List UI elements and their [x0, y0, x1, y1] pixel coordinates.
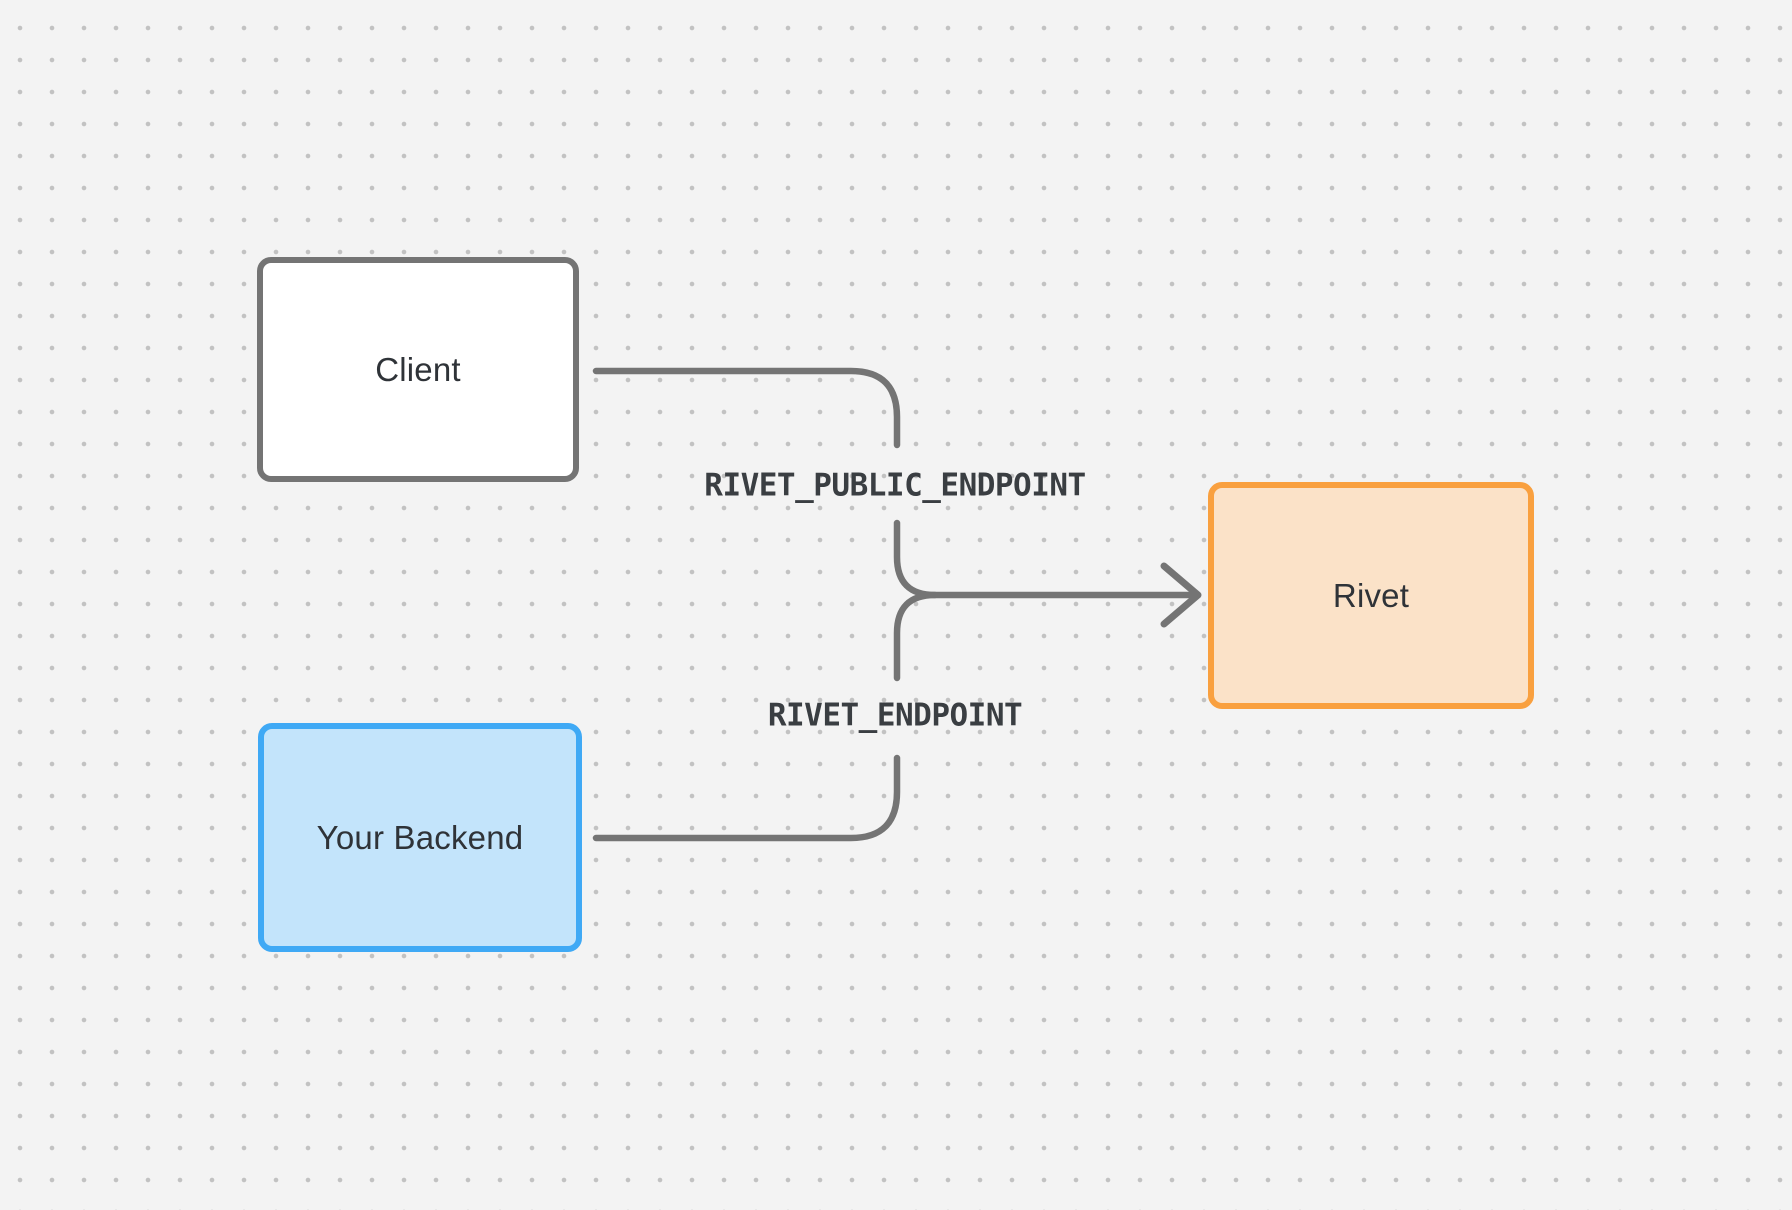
edge-client-segment [592, 367, 901, 449]
node-backend-label: Your Backend [316, 819, 524, 856]
node-rivet: Rivet [1208, 482, 1534, 709]
edge-backend-segment [592, 754, 901, 842]
node-rivet-label: Rivet [1332, 577, 1410, 614]
node-client-label: Client [375, 351, 461, 388]
edge-label-endpoint: RIVET_ENDPOINT [767, 697, 1023, 734]
node-backend: Your Backend [258, 723, 582, 952]
arrowhead-icon [1160, 562, 1202, 628]
edge-backend-upper-segment [893, 591, 939, 682]
node-client: Client [257, 257, 579, 482]
edge-merged-segment [893, 519, 1194, 599]
edge-label-public-endpoint: RIVET_PUBLIC_ENDPOINT [704, 467, 1086, 504]
